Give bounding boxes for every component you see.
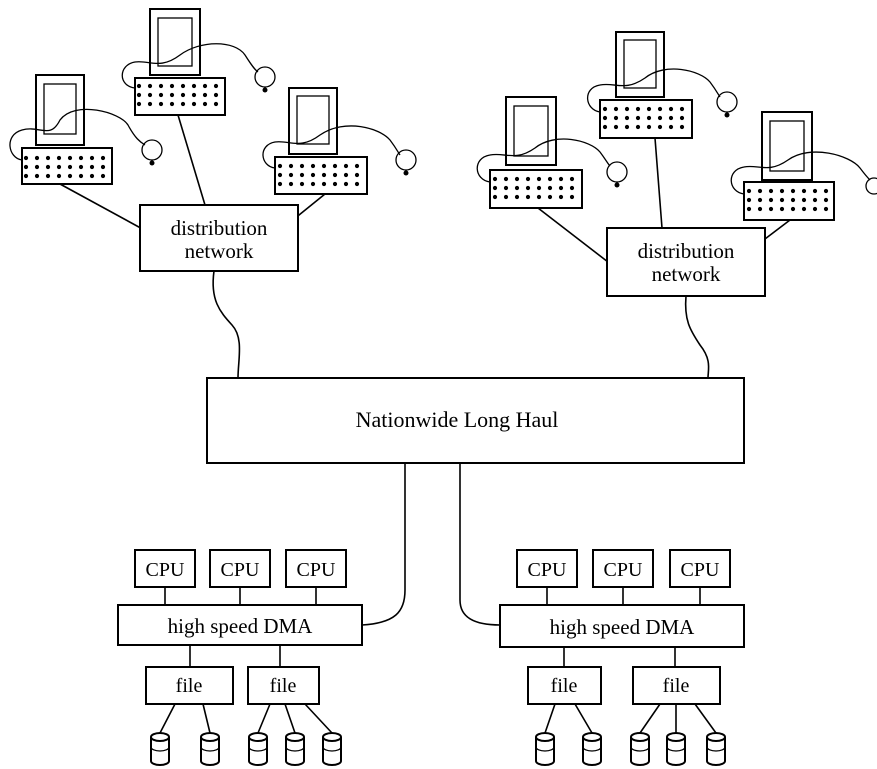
network-label: network — [185, 239, 254, 263]
dma-label: high speed DMA — [550, 615, 695, 639]
disk-icon — [200, 732, 220, 766]
file-server: file — [145, 666, 234, 705]
disk-icon — [150, 732, 170, 766]
file-server: file — [247, 666, 320, 705]
workstation-icon — [730, 111, 877, 221]
workstation-icon — [9, 74, 163, 185]
long-haul-label: Nationwide Long Haul — [356, 407, 559, 432]
distribution-label: distribution — [638, 239, 735, 263]
workstation-icon — [586, 31, 738, 139]
disk-icon — [706, 732, 726, 766]
cpu-label: CPU — [221, 559, 260, 581]
file-label: file — [551, 675, 578, 697]
compute-site-left: CPU CPU CPU high speed DMA file file — [117, 549, 363, 766]
distribution-label: distribution — [171, 216, 268, 240]
cpu-label: CPU — [297, 559, 336, 581]
uplink-right — [684, 295, 710, 379]
cpu-box: CPU — [516, 549, 578, 588]
compute-site-right: CPU CPU CPU high speed DMA file file — [499, 549, 745, 766]
disk-icon — [630, 732, 650, 766]
keyboard-keys — [23, 155, 106, 179]
dma-label: high speed DMA — [168, 614, 313, 638]
cpu-box: CPU — [209, 549, 271, 588]
disk-icon — [248, 732, 268, 766]
network-label: network — [652, 262, 721, 286]
cpu-label: CPU — [681, 559, 720, 581]
keyboard-keys — [277, 163, 360, 187]
workstation-icon — [476, 96, 628, 209]
keyboard-keys — [746, 188, 829, 212]
downlink-left — [361, 463, 406, 626]
cpu-box: CPU — [669, 549, 731, 588]
keyboard-keys — [136, 83, 219, 107]
distribution-network-right: distribution network — [606, 227, 766, 297]
disk-icon — [582, 732, 602, 766]
long-haul-network: Nationwide Long Haul — [206, 377, 745, 464]
keyboard-keys — [492, 176, 575, 200]
cpu-label: CPU — [528, 559, 567, 581]
cpu-box: CPU — [285, 549, 347, 588]
disk-icon — [322, 732, 342, 766]
file-server: file — [632, 666, 721, 705]
cpu-box: CPU — [134, 549, 196, 588]
file-server: file — [527, 666, 602, 705]
disk-icon — [666, 732, 686, 766]
file-label: file — [176, 675, 203, 697]
disk-icon — [285, 732, 305, 766]
cpu-label: CPU — [604, 559, 643, 581]
distribution-network-left: distribution network — [139, 204, 299, 272]
file-label: file — [270, 675, 297, 697]
keyboard-keys — [602, 106, 685, 130]
dma-bus: high speed DMA — [499, 604, 745, 648]
cpu-label: CPU — [146, 559, 185, 581]
file-label: file — [663, 675, 690, 697]
cpu-box: CPU — [592, 549, 654, 588]
workstation-icon — [121, 8, 276, 116]
disk-icon — [535, 732, 555, 766]
workstation-cluster-right — [476, 31, 877, 263]
workstation-cluster-left — [9, 8, 417, 233]
workstation-icon — [262, 87, 417, 195]
uplink-left — [212, 270, 241, 379]
dma-bus: high speed DMA — [117, 604, 363, 646]
downlink-right — [459, 463, 501, 626]
